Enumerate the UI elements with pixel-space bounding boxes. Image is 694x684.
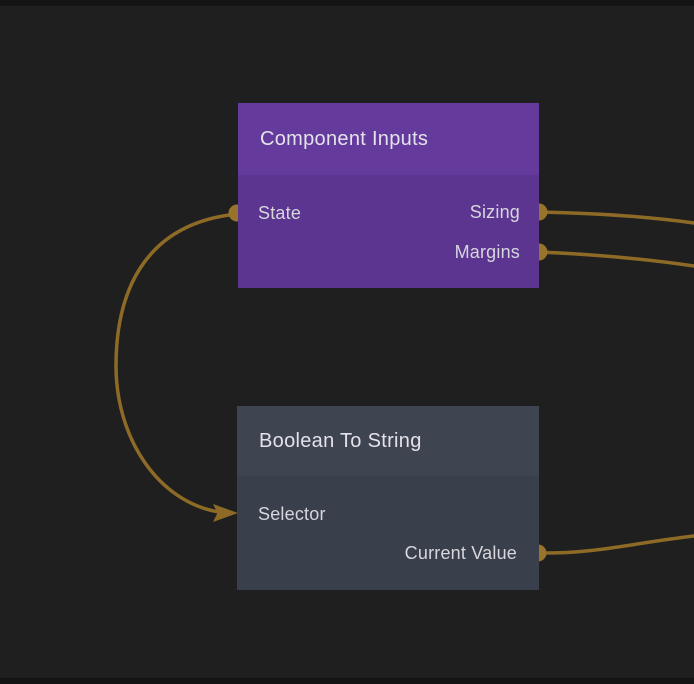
port-label-state: State bbox=[258, 203, 302, 223]
node-component-inputs[interactable]: Component Inputs State Sizing Margins bbox=[238, 103, 539, 288]
port-label-margins: Margins bbox=[454, 242, 520, 262]
wire-sizing-out[interactable] bbox=[537, 210, 694, 225]
node-boolean-to-string-body bbox=[237, 476, 539, 590]
node-boolean-to-string[interactable]: Boolean To String Selector Current Value bbox=[237, 406, 539, 590]
node-title: Component Inputs bbox=[260, 127, 429, 150]
node-boolean-to-string-header[interactable]: Boolean To String bbox=[237, 406, 539, 476]
port-label-current-value: Current Value bbox=[404, 543, 517, 563]
canvas-bottom-edge bbox=[0, 678, 694, 684]
node-component-inputs-body bbox=[238, 175, 539, 288]
wire-margins-out[interactable] bbox=[537, 250, 694, 268]
node-component-inputs-header[interactable]: Component Inputs bbox=[238, 103, 539, 175]
port-label-sizing: Sizing bbox=[469, 202, 520, 222]
wire-state-to-selector[interactable] bbox=[114, 212, 239, 514]
port-label-selector: Selector bbox=[258, 504, 326, 524]
canvas-top-edge bbox=[0, 0, 694, 6]
node-title: Boolean To String bbox=[259, 429, 422, 452]
wire-current-value-out[interactable] bbox=[536, 534, 694, 555]
